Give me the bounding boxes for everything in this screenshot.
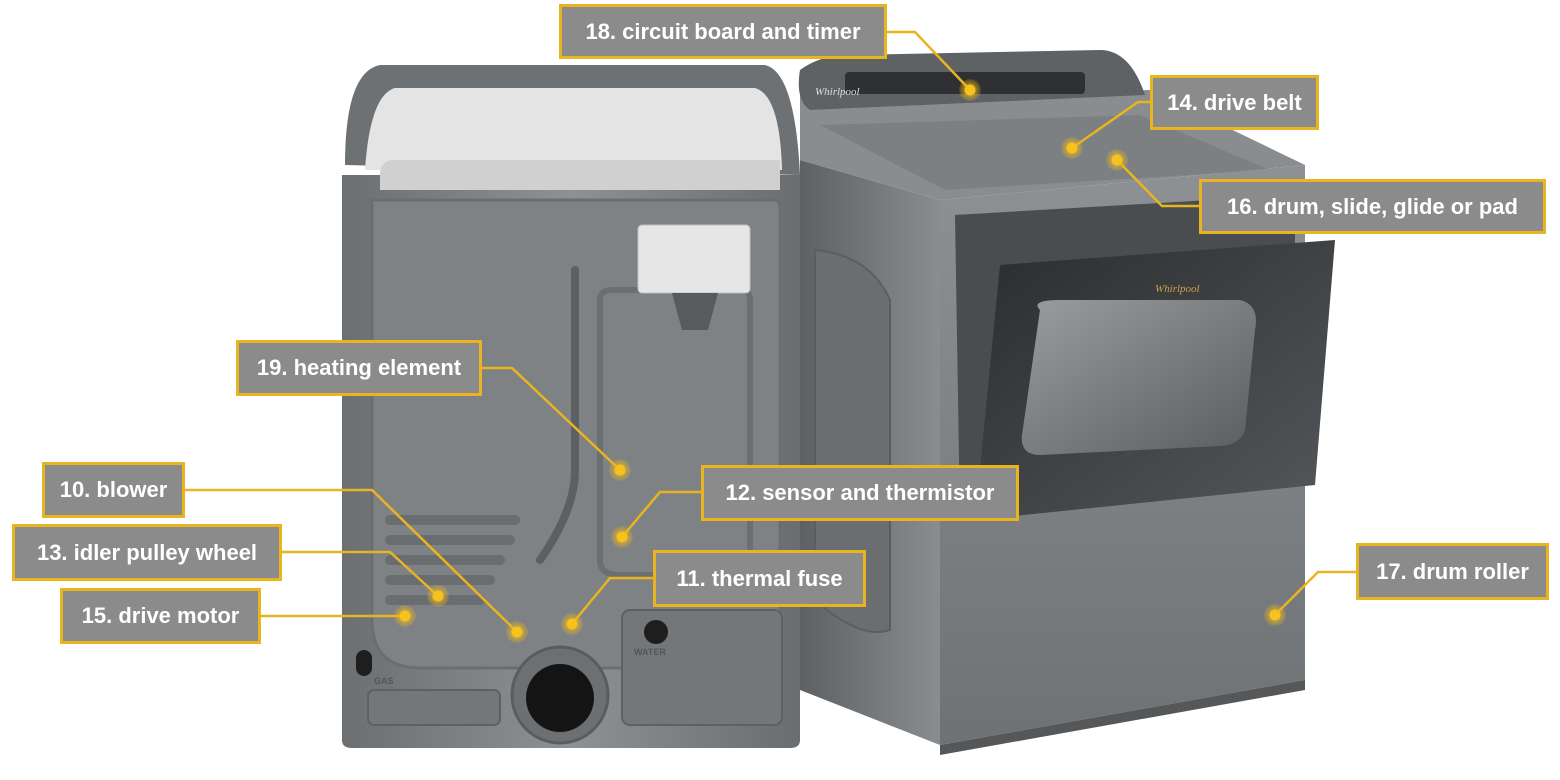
- callout-drum-roller: 17. drum roller: [1356, 543, 1549, 600]
- console-brand-mark: Whirlpool: [815, 86, 860, 98]
- callout-drive-belt: 14. drive belt: [1150, 75, 1319, 130]
- marker-drum-slide: [1106, 149, 1128, 171]
- leader-idler-pulley: [282, 550, 439, 597]
- leader-circuit-board: [886, 30, 971, 91]
- leader-drive-belt: [1071, 100, 1152, 150]
- leader-drum-roller: [1274, 570, 1358, 616]
- marker-drive-belt: [1061, 137, 1083, 159]
- top-bracket: [380, 160, 780, 190]
- marker-heating-element: [609, 459, 631, 481]
- door-brand-mark: Whirlpool: [1155, 283, 1200, 295]
- gas-port: [356, 650, 372, 676]
- gas-label: GAS: [374, 676, 394, 686]
- exhaust-outlet: [526, 664, 594, 732]
- door-window: [1021, 300, 1256, 455]
- marker-thermal-fuse: [561, 613, 583, 635]
- back-dryer: [342, 65, 800, 748]
- panel-ridge: [536, 266, 579, 564]
- leader-heating-element: [480, 366, 621, 471]
- leader-sensor: [621, 490, 702, 538]
- leader-lines: [184, 30, 1358, 633]
- callout-circuit-board: 18. circuit board and timer: [559, 4, 887, 59]
- strain-relief: [672, 293, 718, 330]
- leader-drum-slide: [1116, 159, 1200, 208]
- marker-sensor: [611, 526, 633, 548]
- callout-drum-slide: 16. drum, slide, glide or pad: [1199, 179, 1546, 234]
- terminal-block-cover: [637, 224, 751, 294]
- side-panel-emboss: [814, 248, 891, 633]
- leader-blower: [184, 488, 518, 633]
- callout-idler-pulley: 13. idler pulley wheel: [12, 524, 282, 581]
- callout-blower: 10. blower: [42, 462, 185, 518]
- water-label: WATER: [634, 647, 666, 657]
- bottom-panel-left: [367, 689, 501, 726]
- marker-circuit-board: [959, 79, 981, 101]
- leader-thermal-fuse: [571, 576, 654, 625]
- marker-drive-motor: [394, 605, 416, 627]
- marker-idler-pulley: [427, 585, 449, 607]
- callout-heating-element: 19. heating element: [236, 340, 482, 396]
- marker-drum-roller: [1264, 604, 1286, 626]
- water-inlet: [644, 620, 668, 644]
- front-dryer-base: [940, 680, 1305, 755]
- lid-underside: [365, 88, 782, 170]
- callout-sensor: 12. sensor and thermistor: [701, 465, 1019, 521]
- marker-blower: [506, 621, 528, 643]
- callout-thermal-fuse: 11. thermal fuse: [653, 550, 866, 607]
- lid-inner-surface: [820, 115, 1270, 190]
- callout-drive-motor: 15. drive motor: [60, 588, 261, 644]
